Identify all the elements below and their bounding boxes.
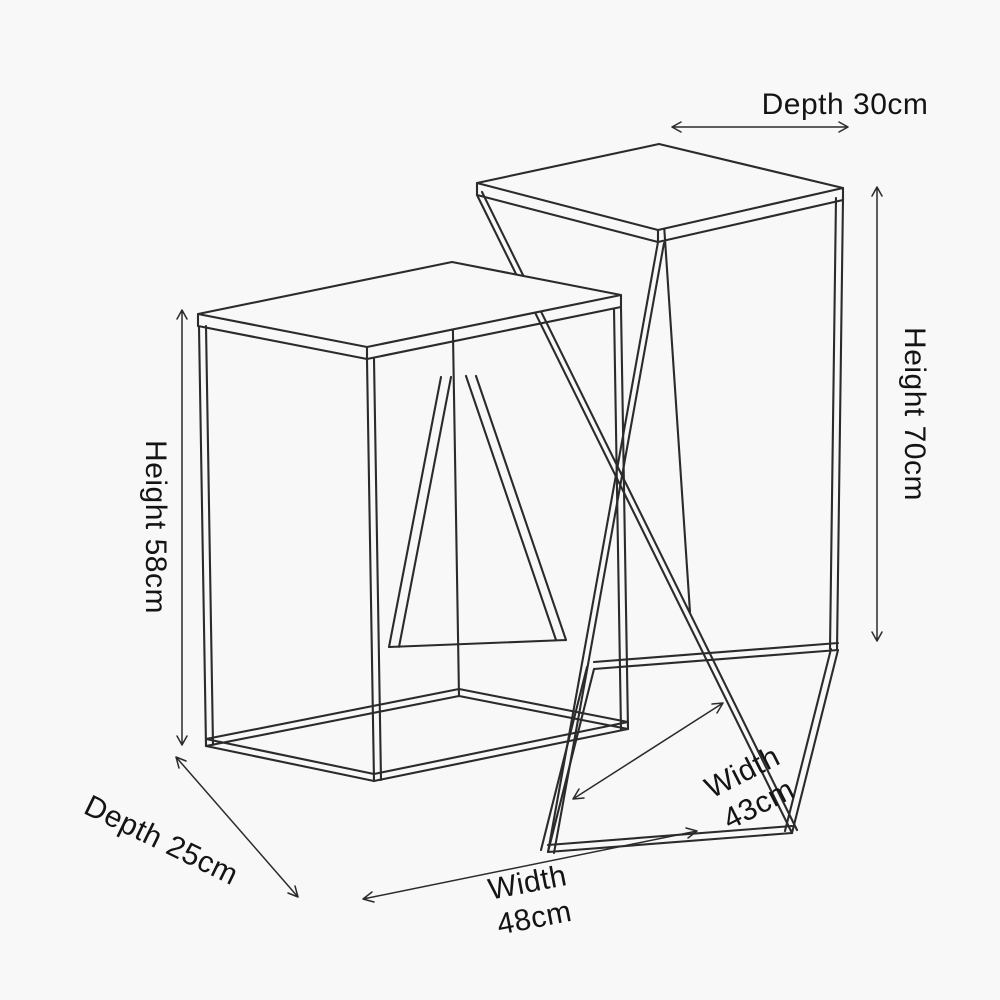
dim-arrow-depth-top: [671, 121, 849, 133]
dim-arrow-width-right: [572, 702, 724, 800]
short-tier-frame: [197, 273, 630, 783]
short-tier-tabletop: [196, 260, 623, 361]
short-tier-inner-brace: [387, 374, 568, 649]
dimension-labels: Depth 30cm Height 70cm Height 58cm Depth…: [79, 88, 931, 942]
height-right-label: Height 70cm: [898, 327, 931, 501]
tall-tier-cross-leg-right: [546, 240, 666, 855]
dimension-arrows: [175, 121, 883, 903]
dim-arrow-height-right: [871, 186, 883, 642]
dim-arrow-depth-bottom: [175, 756, 299, 898]
short-tier-top-face: [196, 260, 623, 349]
tall-tier-top-edge: [475, 181, 845, 244]
dim-arrow-height-left: [176, 309, 188, 746]
tall-tier-rear-frame: [539, 148, 845, 854]
short-tier-base-frame: [204, 687, 630, 783]
short-tier-top-edge: [196, 293, 623, 361]
dim-arrow-width-front: [362, 827, 698, 903]
height-left-label: Height 58cm: [139, 440, 172, 614]
short-tier-legs: [197, 273, 630, 783]
depth-top-label: Depth 30cm: [762, 88, 929, 121]
tall-tier-top-face: [475, 142, 845, 232]
tall-tier-tabletop: [475, 142, 845, 244]
depth-bottom-label: Depth 25cm: [79, 789, 243, 892]
width-front-label: Width 48cm: [486, 859, 575, 941]
tall-tier-right-leg: [828, 196, 845, 652]
